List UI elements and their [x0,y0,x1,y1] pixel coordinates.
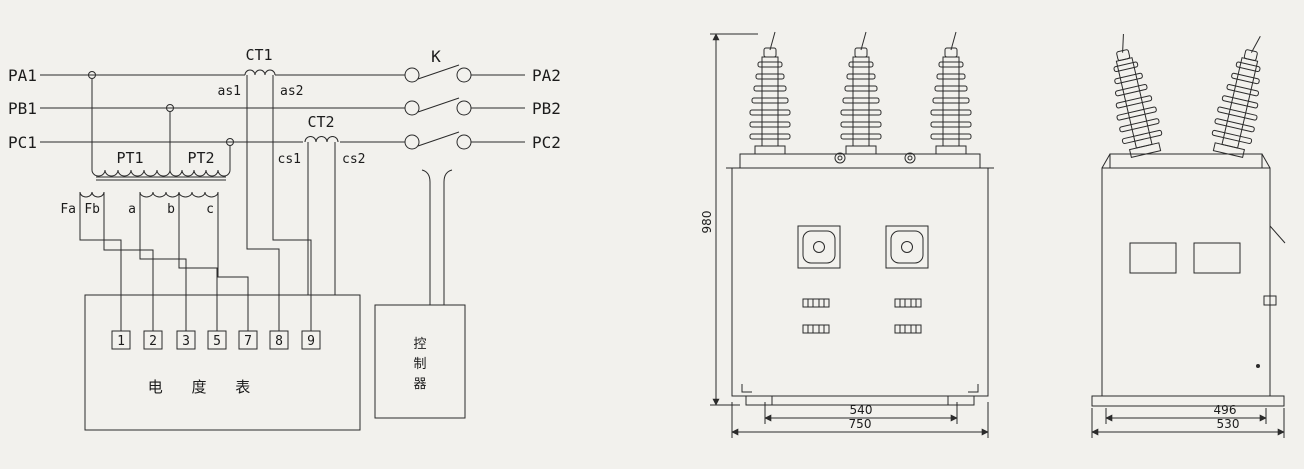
front-dim-540: 540 [850,403,873,417]
inspection-window-right [885,225,929,269]
ct2-terminal-cs1: cs1 [278,152,301,167]
controller-label-char1: 控 [413,337,426,352]
meter-terminal-3: 3 [182,334,190,349]
phase-lines [40,71,525,170]
controller-box [374,169,466,419]
side-bushing-right [1208,30,1276,159]
meter-terminal-8: 8 [275,334,283,349]
side-view: 496 530 [1091,30,1286,438]
side-dim-530: 530 [1217,417,1240,431]
lifting-lugs [834,152,916,164]
side-base [1091,395,1285,407]
phase-label-pb1: PB1 [8,99,37,118]
phase-label-pc1: PC1 [8,133,37,152]
front-bushing-right [930,31,972,155]
ct1-terminal-as2: as2 [280,84,303,99]
pt-terminal-fb: Fb [84,202,100,217]
front-dimensions [710,33,989,438]
front-base-feet [745,395,975,406]
switch-k-label: K [431,47,441,66]
side-tank [1101,153,1271,397]
meter-terminal-1: 1 [117,334,125,349]
phase-label-pc2: PC2 [532,133,561,152]
controller-label-char3: 器 [413,377,426,392]
ct2-label: CT2 [307,113,334,131]
front-bushing-left [749,31,791,155]
phase-label-pb2: PB2 [532,99,561,118]
side-details [1256,225,1286,368]
ct1-label: CT1 [245,46,272,64]
pt1-label: PT1 [116,149,143,167]
pt-terminal-b: b [167,202,175,217]
ct1-terminal-as1: as1 [218,84,241,99]
side-windows [1129,242,1241,274]
meter-box [84,294,361,431]
controller-label-char2: 制 [413,357,426,372]
meter-terminal-9: 9 [307,334,315,349]
pt-terminal-a: a [128,202,136,217]
meter-terminal-7: 7 [244,334,252,349]
wiring-diagram: PA1 PB1 PC1 PA2 PB2 PC2 CT1 as1 as2 CT2 … [8,46,561,431]
pt2-label: PT2 [187,149,214,167]
front-tank [726,153,994,397]
side-dim-496: 496 [1214,403,1237,417]
current-transformer-ct2 [304,136,339,143]
pt-terminal-c: c [206,202,214,217]
inspection-window-left [797,225,841,269]
front-dim-750: 750 [849,417,872,431]
meter-terminal-2: 2 [149,334,157,349]
phase-label-pa1: PA1 [8,66,37,85]
switch-k [404,64,472,150]
front-bushing-center [840,31,882,155]
current-transformer-ct1 [244,69,276,76]
meter-terminal-5: 5 [213,334,221,349]
phase-label-pa2: PA2 [532,66,561,85]
side-bushing-left [1098,30,1166,159]
front-view: 540 750 980 [700,31,994,438]
front-dim-980: 980 [700,211,714,234]
pt-terminal-fa: Fa [60,202,76,217]
terminal-strips [802,298,922,334]
voltage-transformers-pt [79,169,231,198]
ct2-terminal-cs2: cs2 [342,152,365,167]
side-dimensions [1091,408,1285,438]
secondary-wiring [79,75,336,331]
meter-label: 电 度 表 [148,378,263,396]
